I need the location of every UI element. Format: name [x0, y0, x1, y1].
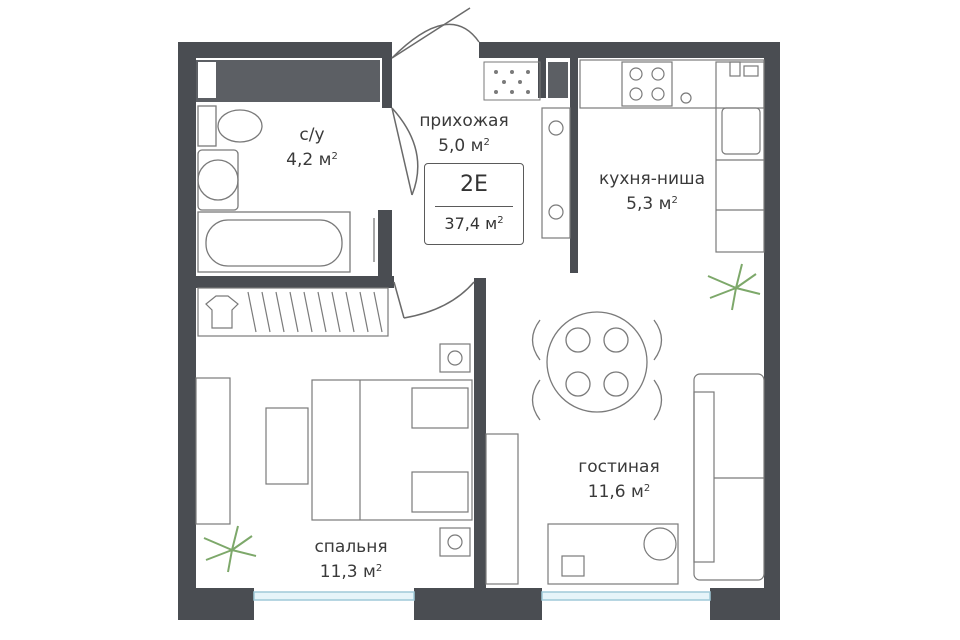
- room-area: 5,0 м2: [438, 136, 490, 156]
- bathroom-fixtures: [197, 105, 375, 273]
- room-area: 5,3 м2: [626, 194, 678, 214]
- badge-divider: [435, 206, 513, 207]
- room-name: с/у: [299, 125, 325, 145]
- room-label-kitchen: кухня-ниша 5,3 м2: [582, 168, 722, 215]
- room-area: 11,3 м2: [319, 562, 383, 582]
- plants: [203, 263, 761, 573]
- wardrobe: [197, 287, 389, 337]
- bed: [265, 343, 473, 557]
- room-name: гостиная: [578, 457, 660, 477]
- room-area: 4,2 м2: [286, 150, 338, 170]
- room-label-bathroom: с/у 4,2 м2: [272, 124, 352, 171]
- room-label-hallway: прихожая 5,0 м2: [408, 110, 520, 157]
- walls: [178, 42, 780, 620]
- hallway-mat: [483, 61, 541, 101]
- room-label-bedroom: спальня 11,3 м2: [296, 536, 406, 583]
- apartment-total-area: 37,4 м2: [444, 214, 504, 233]
- room-label-living: гостиная 11,6 м2: [560, 456, 678, 503]
- room-name: спальня: [314, 537, 388, 557]
- tv-units: [195, 377, 519, 585]
- room-area: 11,6 м2: [587, 482, 651, 502]
- coffee-table: [547, 523, 679, 585]
- doors: [391, 7, 480, 319]
- kitchen-fixtures: [541, 59, 765, 253]
- windows: [253, 591, 711, 601]
- room-name: прихожая: [419, 111, 509, 131]
- apartment-badge: 2E 37,4 м2: [424, 163, 524, 245]
- sofa: [693, 373, 765, 581]
- apartment-code: 2E: [460, 172, 488, 197]
- room-name: кухня-ниша: [598, 169, 705, 189]
- dining-table: [531, 311, 663, 421]
